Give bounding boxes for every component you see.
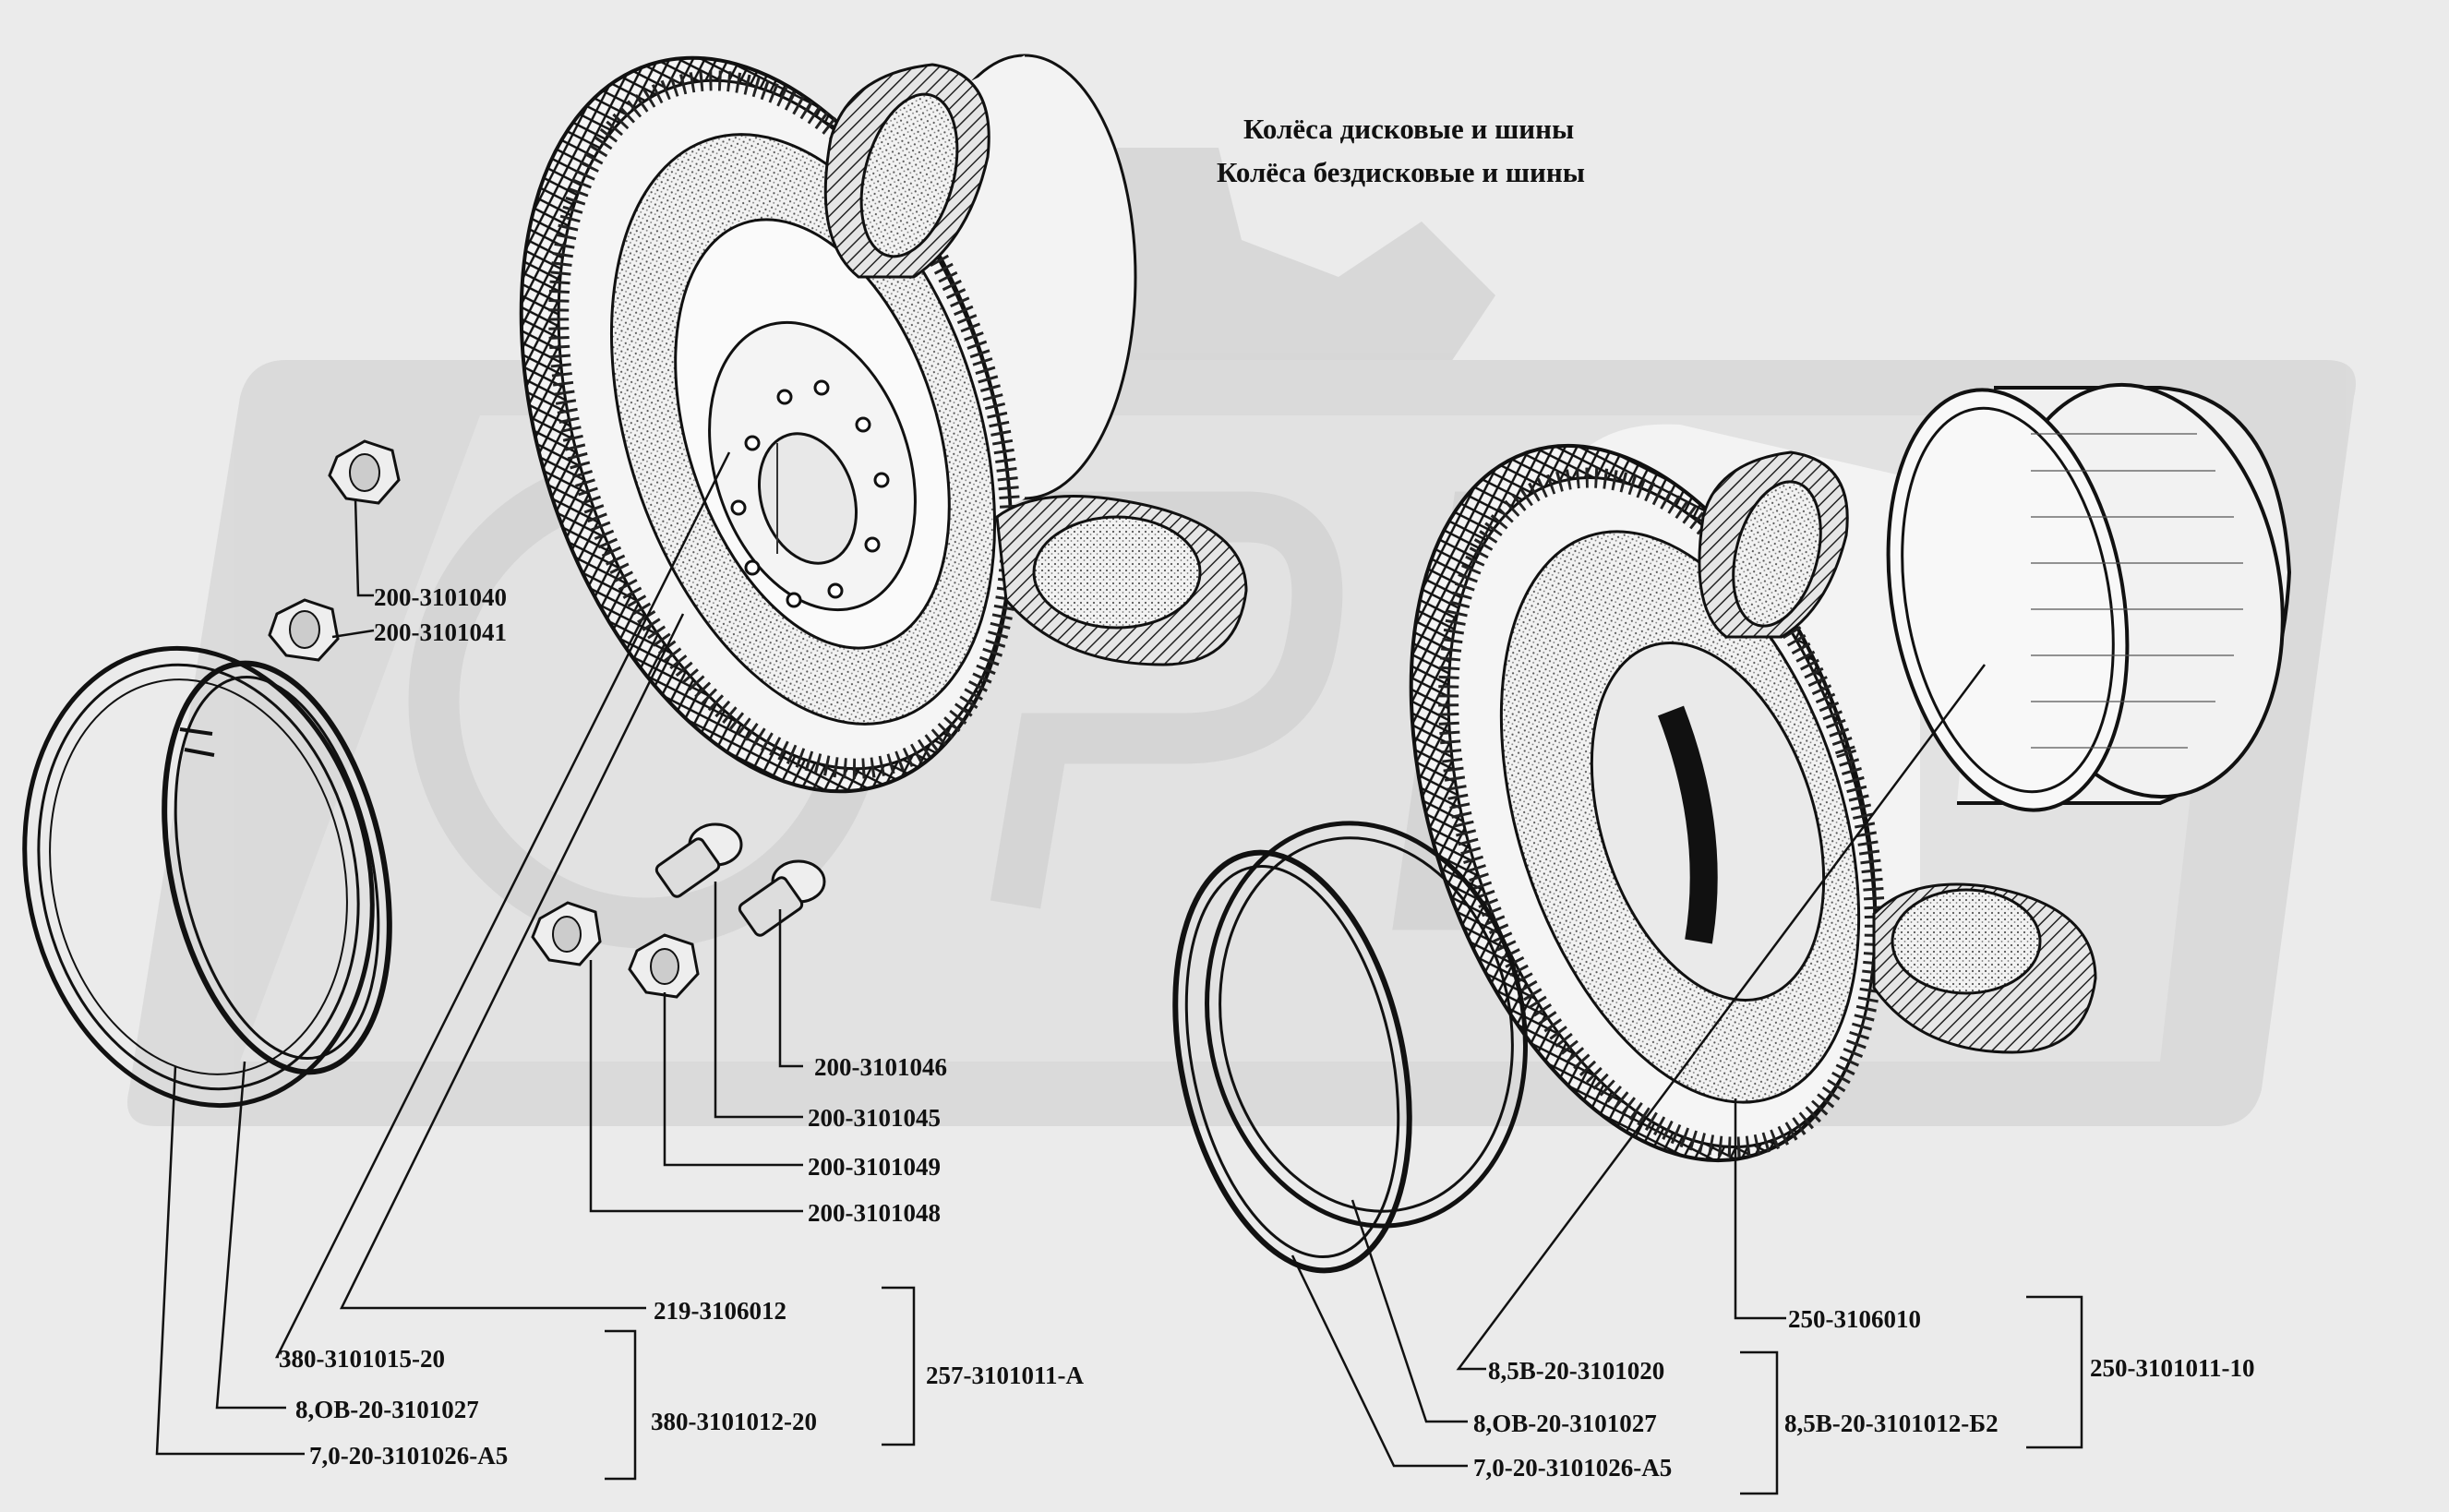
stud-200-3101046-shape (738, 859, 826, 937)
label-200-3101049: 200-3101049 (808, 1153, 941, 1181)
nut-200-3101048-shape (531, 901, 602, 966)
stud-200-3101045-shape (654, 822, 743, 898)
leader-lines (155, 451, 2083, 1495)
label-200-3101040: 200-3101040 (374, 583, 507, 611)
label-257-3101011-A: 257-3101011-A (926, 1362, 1084, 1389)
diagram-title-line1: Колёса дисковые и шины (1243, 113, 1575, 145)
label-8-5B-20-3101020: 8,5B-20-3101020 (1488, 1357, 1665, 1385)
label-200-3101048: 200-3101048 (808, 1199, 941, 1227)
label-8OB-20-3101027-left: 8,OB-20-3101027 (295, 1396, 479, 1423)
diskless-wheel-tire (1409, 424, 2097, 1163)
label-8OB-20-3101027-right: 8,OB-20-3101027 (1473, 1410, 1657, 1437)
label-200-3101041: 200-3101041 (374, 618, 507, 646)
diagram-title-line2: Колёса бездисковые и шины (1217, 156, 1585, 188)
label-200-3101045: 200-3101045 (808, 1104, 941, 1132)
label-200-3101046: 200-3101046 (814, 1053, 947, 1081)
label-219-3106012: 219-3106012 (654, 1297, 786, 1325)
label-8-5B-20-3101012-B2: 8,5B-20-3101012-Б2 (1784, 1410, 1999, 1437)
right-lock-rings (1172, 821, 1528, 1274)
label-250-3106010: 250-3106010 (1788, 1305, 1921, 1333)
label-380-3101012-20: 380-3101012-20 (651, 1408, 817, 1435)
nut-200-3101049-shape (628, 933, 700, 999)
nut-200-3101041-shape (268, 598, 340, 662)
nut-200-3101040-shape (328, 439, 401, 505)
label-380-3101015-20: 380-3101015-20 (279, 1345, 445, 1373)
label-250-3101011-10: 250-3101011-10 (2090, 1354, 2255, 1382)
disc-wheel-tire (519, 54, 1248, 794)
label-7-0-20-3101026-A5-right: 7,0-20-3101026-A5 (1473, 1454, 1673, 1482)
label-7-0-20-3101026-A5-left: 7,0-20-3101026-A5 (309, 1442, 509, 1470)
rim-shape (1886, 382, 2292, 812)
